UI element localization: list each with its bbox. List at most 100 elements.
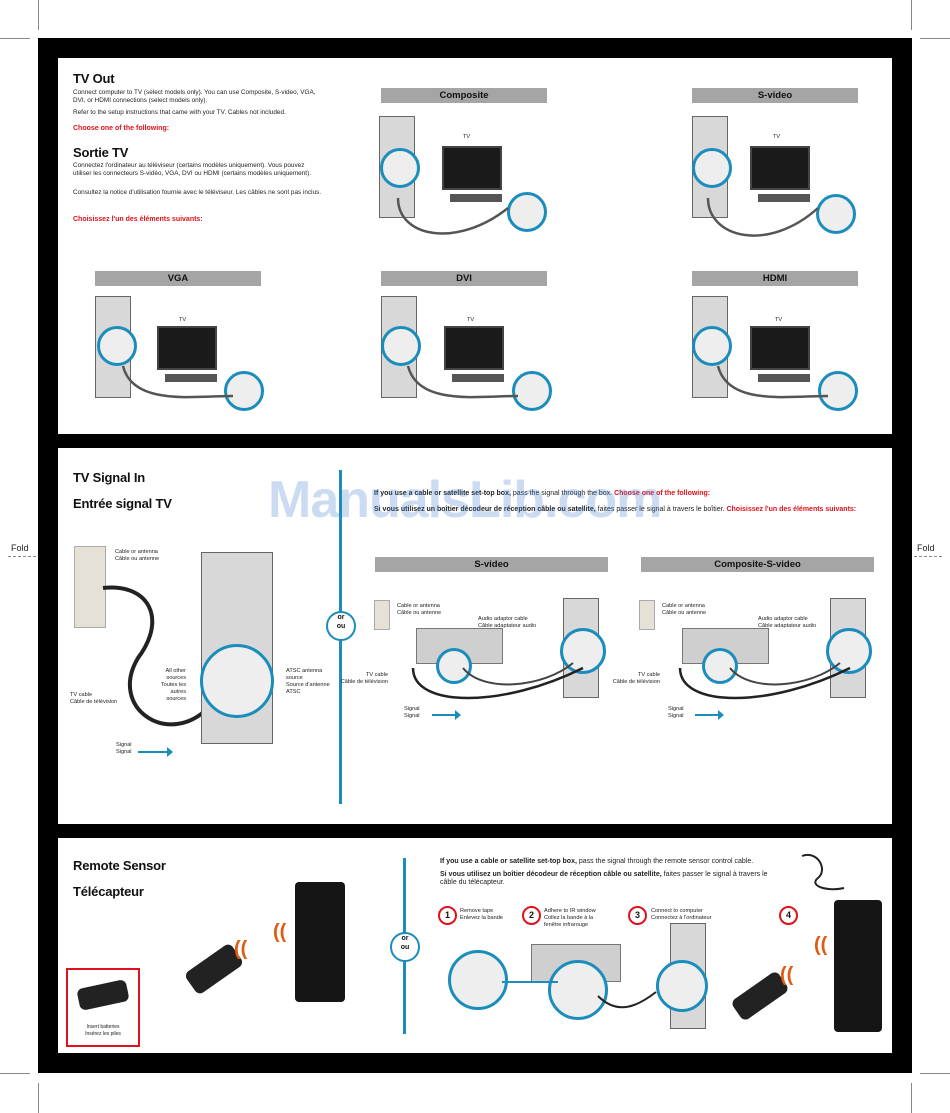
tv-label: TV: [467, 317, 475, 323]
tv-illustration: [444, 326, 504, 370]
composite-s-video-cables: [678, 662, 851, 700]
signal-arrow-icon: [432, 710, 461, 720]
dvi-cable: [406, 365, 519, 399]
intro-fr-bold: Si vous utilisez un boîtier décodeur de …: [440, 871, 662, 878]
composite-tv-zoom: [507, 192, 547, 232]
tv-stand: [758, 374, 810, 382]
tv-out-body-fr: Connectez l'ordinateur au téléviseur (ce…: [73, 162, 311, 178]
atsc-fr: Source d'antenne ATSC: [286, 682, 330, 695]
s-video-cables: [411, 662, 584, 700]
hdmi-tv-zoom: [818, 371, 858, 411]
tv-label: TV: [775, 317, 783, 323]
tv-stand: [165, 374, 217, 382]
crop-mark: [38, 1083, 39, 1113]
watermark: ManualsLib.com: [268, 471, 662, 529]
or-fr: ou: [336, 623, 346, 630]
tv-out-note-en: Refer to the setup instructions that cam…: [73, 109, 286, 116]
cable-antenna-fr: Câble ou antenne: [397, 610, 442, 616]
intro-en-bold: If you use a cable or satellite set-top …: [440, 858, 577, 865]
tv-label: TV: [463, 134, 471, 140]
atsc-en: ATSC antenna source: [286, 668, 323, 681]
intro-fr-rest: faites passer le signal à travers le câb…: [440, 871, 768, 887]
fold-line-left: [8, 556, 36, 557]
ir-waves-icon: ((: [234, 938, 248, 960]
crop-mark: [911, 1083, 912, 1113]
ir-window-zoom: [548, 960, 608, 1020]
cable-antenna-en: Cable or antenna: [115, 549, 158, 555]
remote-sensor-title: Remote Sensor: [73, 858, 166, 873]
fold-label-right: Fold: [917, 543, 935, 553]
or-en: or: [401, 935, 409, 942]
step-4-badge: 4: [779, 906, 798, 925]
tv-illustration: [750, 326, 810, 370]
signal-en: Signal: [116, 742, 132, 748]
tv-illustration: [750, 146, 810, 190]
tv-tuner-zoom: [200, 644, 274, 718]
tv-out-choose-fr: Choisissez l'un des éléments suivants:: [73, 216, 203, 223]
tv-cable-en: TV cable: [637, 672, 660, 678]
tv-out-note-fr: Consultez la notice d'utilisation fourni…: [73, 189, 322, 196]
crop-mark: [0, 38, 30, 39]
step-2-badge: 2: [522, 906, 541, 925]
tv-cable-en: TV cable: [70, 692, 93, 698]
tv-cable-illustration: [102, 585, 210, 727]
hdmi-port-zoom: [692, 326, 732, 366]
cable-antenna-en: Cable or antenna: [662, 603, 705, 609]
ir-waves-icon: ((: [273, 921, 287, 943]
step-3-badge: 3: [628, 906, 647, 925]
intro-en-bold: If you use a cable or satellite set-top …: [374, 490, 511, 497]
audio-cable-en: Audio adaptor cable: [758, 616, 808, 622]
step-2-en: Adhere to IR window: [544, 908, 596, 914]
intro-fr-rest: faites passer le signal à travers le boî…: [595, 506, 725, 513]
s-video-bar: S-video: [375, 557, 608, 572]
signal-fr: Signal: [668, 713, 684, 719]
signal-en: Signal: [404, 706, 420, 712]
set-top-box-zoom: [702, 648, 738, 684]
set-top-box-zoom: [436, 648, 472, 684]
remote-battery-illustration: [76, 979, 130, 1011]
tv-stand: [758, 194, 810, 202]
intro-en-rest: pass the signal through the box.: [510, 490, 613, 497]
tv-illustration: [442, 146, 502, 190]
sensor-cable: [502, 981, 657, 1009]
remote-intro-en: If you use a cable or satellite set-top …: [440, 858, 780, 866]
tv-cable-en: TV cable: [365, 672, 388, 678]
tv-out-body-en: Connect computer to TV (select models on…: [73, 89, 316, 105]
or-en: or: [337, 614, 345, 621]
remote-port-zoom: [656, 960, 708, 1012]
or-badge: or ou: [390, 932, 420, 962]
tv-signal-title-fr: Entrée signal TV: [73, 496, 172, 511]
tv-signal-intro-en: If you use a cable or satellite set-top …: [374, 490, 874, 498]
intro-en-rest: pass the signal through the remote senso…: [576, 858, 754, 865]
step-2-fr: Collez la bande à la fenêtre infrarouge: [544, 915, 594, 928]
signal-fr: Signal: [116, 749, 132, 755]
signal-en: Signal: [668, 706, 684, 712]
composite-port-zoom: [380, 148, 420, 188]
composite-s-video-bar: Composite-S-video: [641, 557, 874, 572]
or-fr: ou: [400, 944, 410, 951]
cable-antenna-fr: Câble ou antenne: [115, 556, 160, 562]
tv-cable-fr: Câble de télévision: [612, 679, 660, 685]
dvi-tv-zoom: [512, 371, 552, 411]
step-1-badge: 1: [438, 906, 457, 925]
remote-sensor-cable-icon: [801, 853, 845, 891]
audio-cable-fr: Câble adaptateur audio: [758, 623, 817, 629]
vga-bar: VGA: [95, 271, 261, 286]
tv-out-panel: TV Out Connect computer to TV (select mo…: [58, 58, 892, 434]
batteries-fr: Insérez les piles: [85, 1031, 121, 1037]
all-other-en: All other sources: [165, 668, 186, 681]
vga-cable: [121, 365, 234, 399]
dvi-port-zoom: [381, 326, 421, 366]
composite-bar: Composite: [381, 88, 547, 103]
or-badge: or ou: [326, 611, 356, 641]
intro-fr-bold: Si vous utilisez un boîtier décodeur de …: [374, 506, 596, 513]
